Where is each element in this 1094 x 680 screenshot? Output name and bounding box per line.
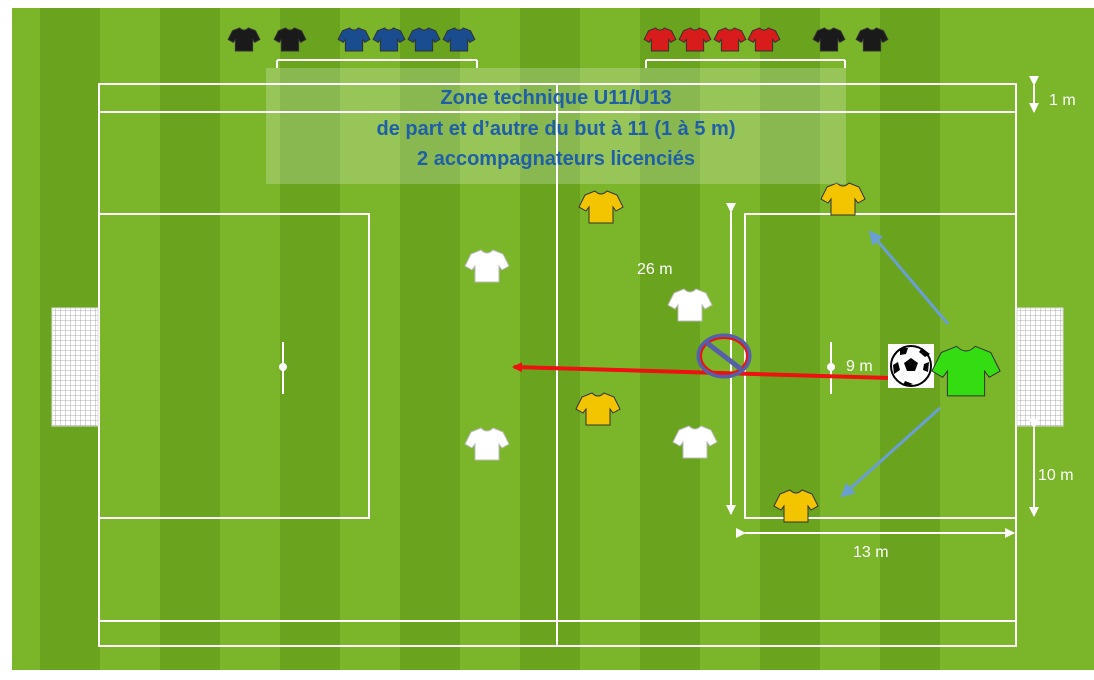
top-margin-label: 1 m [1049,92,1076,110]
zone-title-line-1: Zone technique U11/U13 [266,86,846,110]
left-goal [52,308,98,426]
penalty-spot-label: 9 m [846,358,873,376]
box-length-label: 26 m [637,261,673,279]
right-goal [1017,308,1063,426]
soccer-ball-icon [888,344,934,388]
box-depth-label: 13 m [853,544,889,562]
grass-stripe [160,8,220,670]
left-penalty-spot [279,363,287,371]
right-penalty-spot [827,363,835,371]
grass-stripe [880,8,940,670]
zone-title-line-2: de part et d’autre du but à 11 (1 à 5 m) [266,117,846,141]
zone-title-line-3: 2 accompagnateurs licenciés [266,147,846,171]
goal-offset-label: 10 m [1038,467,1074,485]
